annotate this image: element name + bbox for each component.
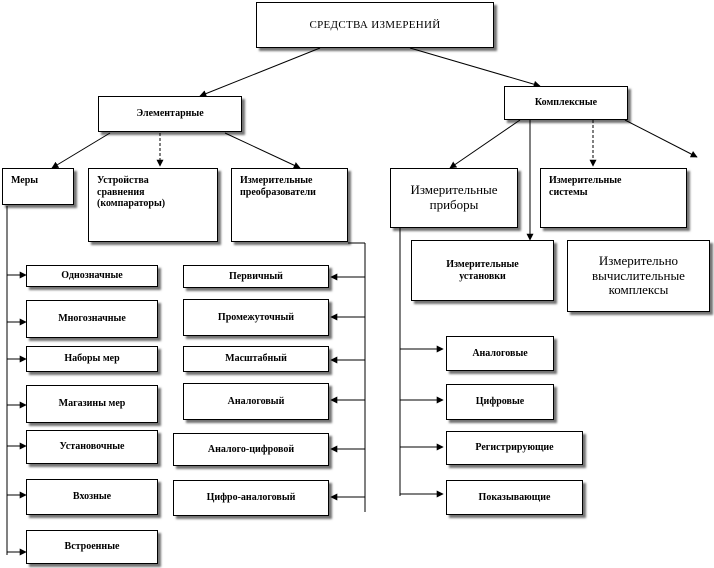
converters-node: Измерительные преобразователи (231, 168, 348, 242)
installations-node: Измерительные установки (411, 240, 554, 301)
converter-type-dac: Цифро-аналоговый (173, 480, 329, 516)
complex-node: Комплексные (504, 86, 628, 120)
converter-type-scaling: Масштабный (183, 346, 329, 372)
measure-type-sets: Наборы мер (26, 346, 158, 372)
converter-type-primary: Первичный (183, 265, 329, 288)
instruments-node: Измерительные приборы (390, 168, 518, 228)
measures-node: Меры (2, 168, 74, 205)
root-node: СРЕДСТВА ИЗМЕРЕНИЙ (256, 2, 494, 48)
instrument-type-analog: Аналоговые (446, 336, 554, 371)
converter-type-intermediate: Промежуточный (183, 299, 329, 336)
converter-type-adc: Аналого-цифровой (173, 433, 329, 466)
measure-type-multi: Многозначные (26, 300, 158, 338)
measure-type-input: Вхозные (26, 479, 158, 515)
systems-node: Измерительные системы (540, 168, 687, 228)
converter-type-analog: Аналоговый (183, 383, 329, 420)
measure-type-stores: Магазины мер (26, 385, 158, 423)
instrument-type-recording: Регистрирующие (446, 431, 583, 465)
measure-type-single: Однозначные (26, 265, 158, 287)
computing-complexes-node: Измерительно вычислительные комплексы (567, 240, 710, 312)
measure-type-embedded: Встроенные (26, 530, 158, 564)
measure-type-setting: Установочные (26, 430, 158, 464)
comparators-node: Устройства сравнения (компараторы) (88, 168, 218, 242)
elementary-node: Элементарные (98, 96, 242, 132)
instrument-type-indicating: Показывающие (446, 480, 583, 515)
instrument-type-digital: Цифровые (446, 384, 554, 420)
